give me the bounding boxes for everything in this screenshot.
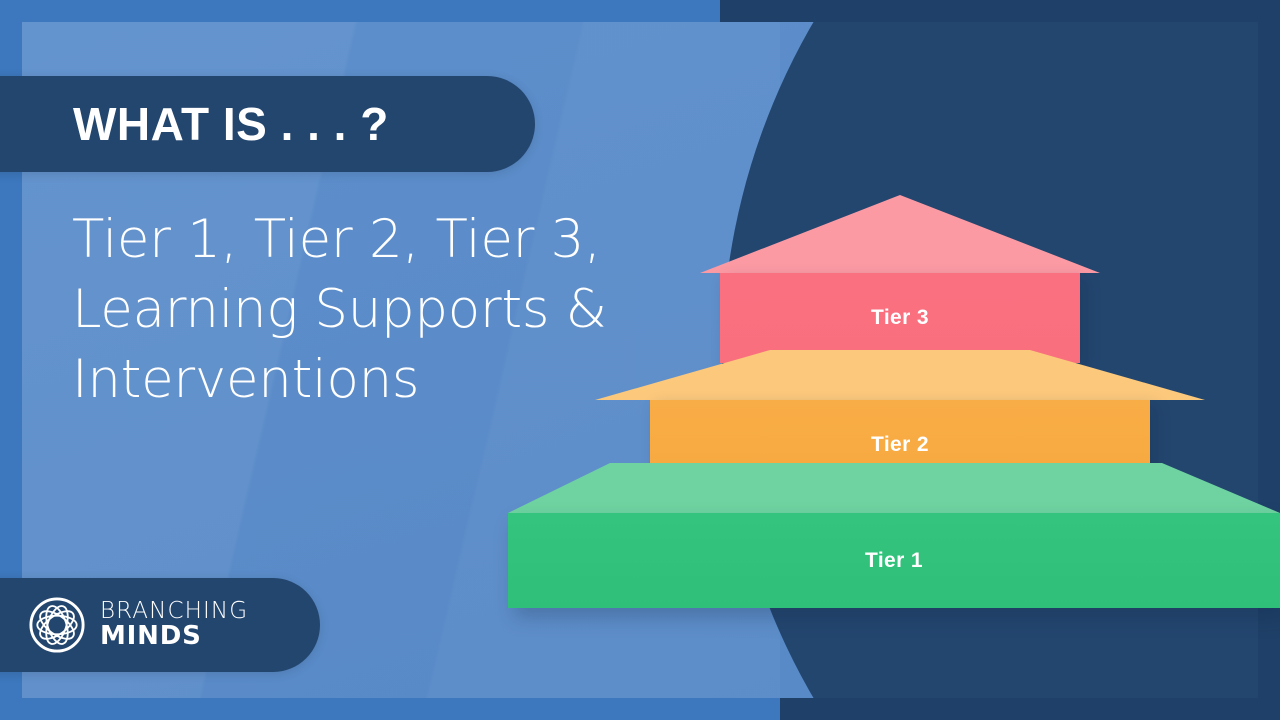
brand-logo-line-2: MINDS xyxy=(100,621,202,652)
what-is-badge-label: WHAT IS . . . ? xyxy=(73,98,389,150)
pyramid-tier-1: Tier 1 xyxy=(490,463,1280,613)
brand-logo-line-1: BRANCHING xyxy=(100,597,249,624)
pyramid-tier-3-top-face xyxy=(700,195,1100,273)
pyramid-tier-3: Tier 3 xyxy=(700,195,1100,370)
pyramid-tier-3-label: Tier 3 xyxy=(720,273,1080,363)
pyramid-tier-1-label: Tier 1 xyxy=(508,513,1280,608)
slide-border-frame-bottom-right xyxy=(780,698,1280,720)
what-is-badge: WHAT IS . . . ? xyxy=(0,76,535,172)
pyramid-tier-1-top-face xyxy=(508,463,1280,513)
slide-border-frame-top-right xyxy=(720,0,1280,22)
page-title: Tier 1, Tier 2, Tier 3, Learning Support… xyxy=(72,209,607,410)
brand-logo-wordmark: BRANCHING MINDS xyxy=(100,597,249,652)
pyramid-tier-2-top-face xyxy=(595,350,1205,400)
tier-pyramid-diagram: Tier 3 Tier 2 Tier 1 xyxy=(490,195,1280,615)
brand-logo-pill: BRANCHING MINDS xyxy=(0,578,320,672)
branching-minds-globe-icon xyxy=(28,596,86,654)
